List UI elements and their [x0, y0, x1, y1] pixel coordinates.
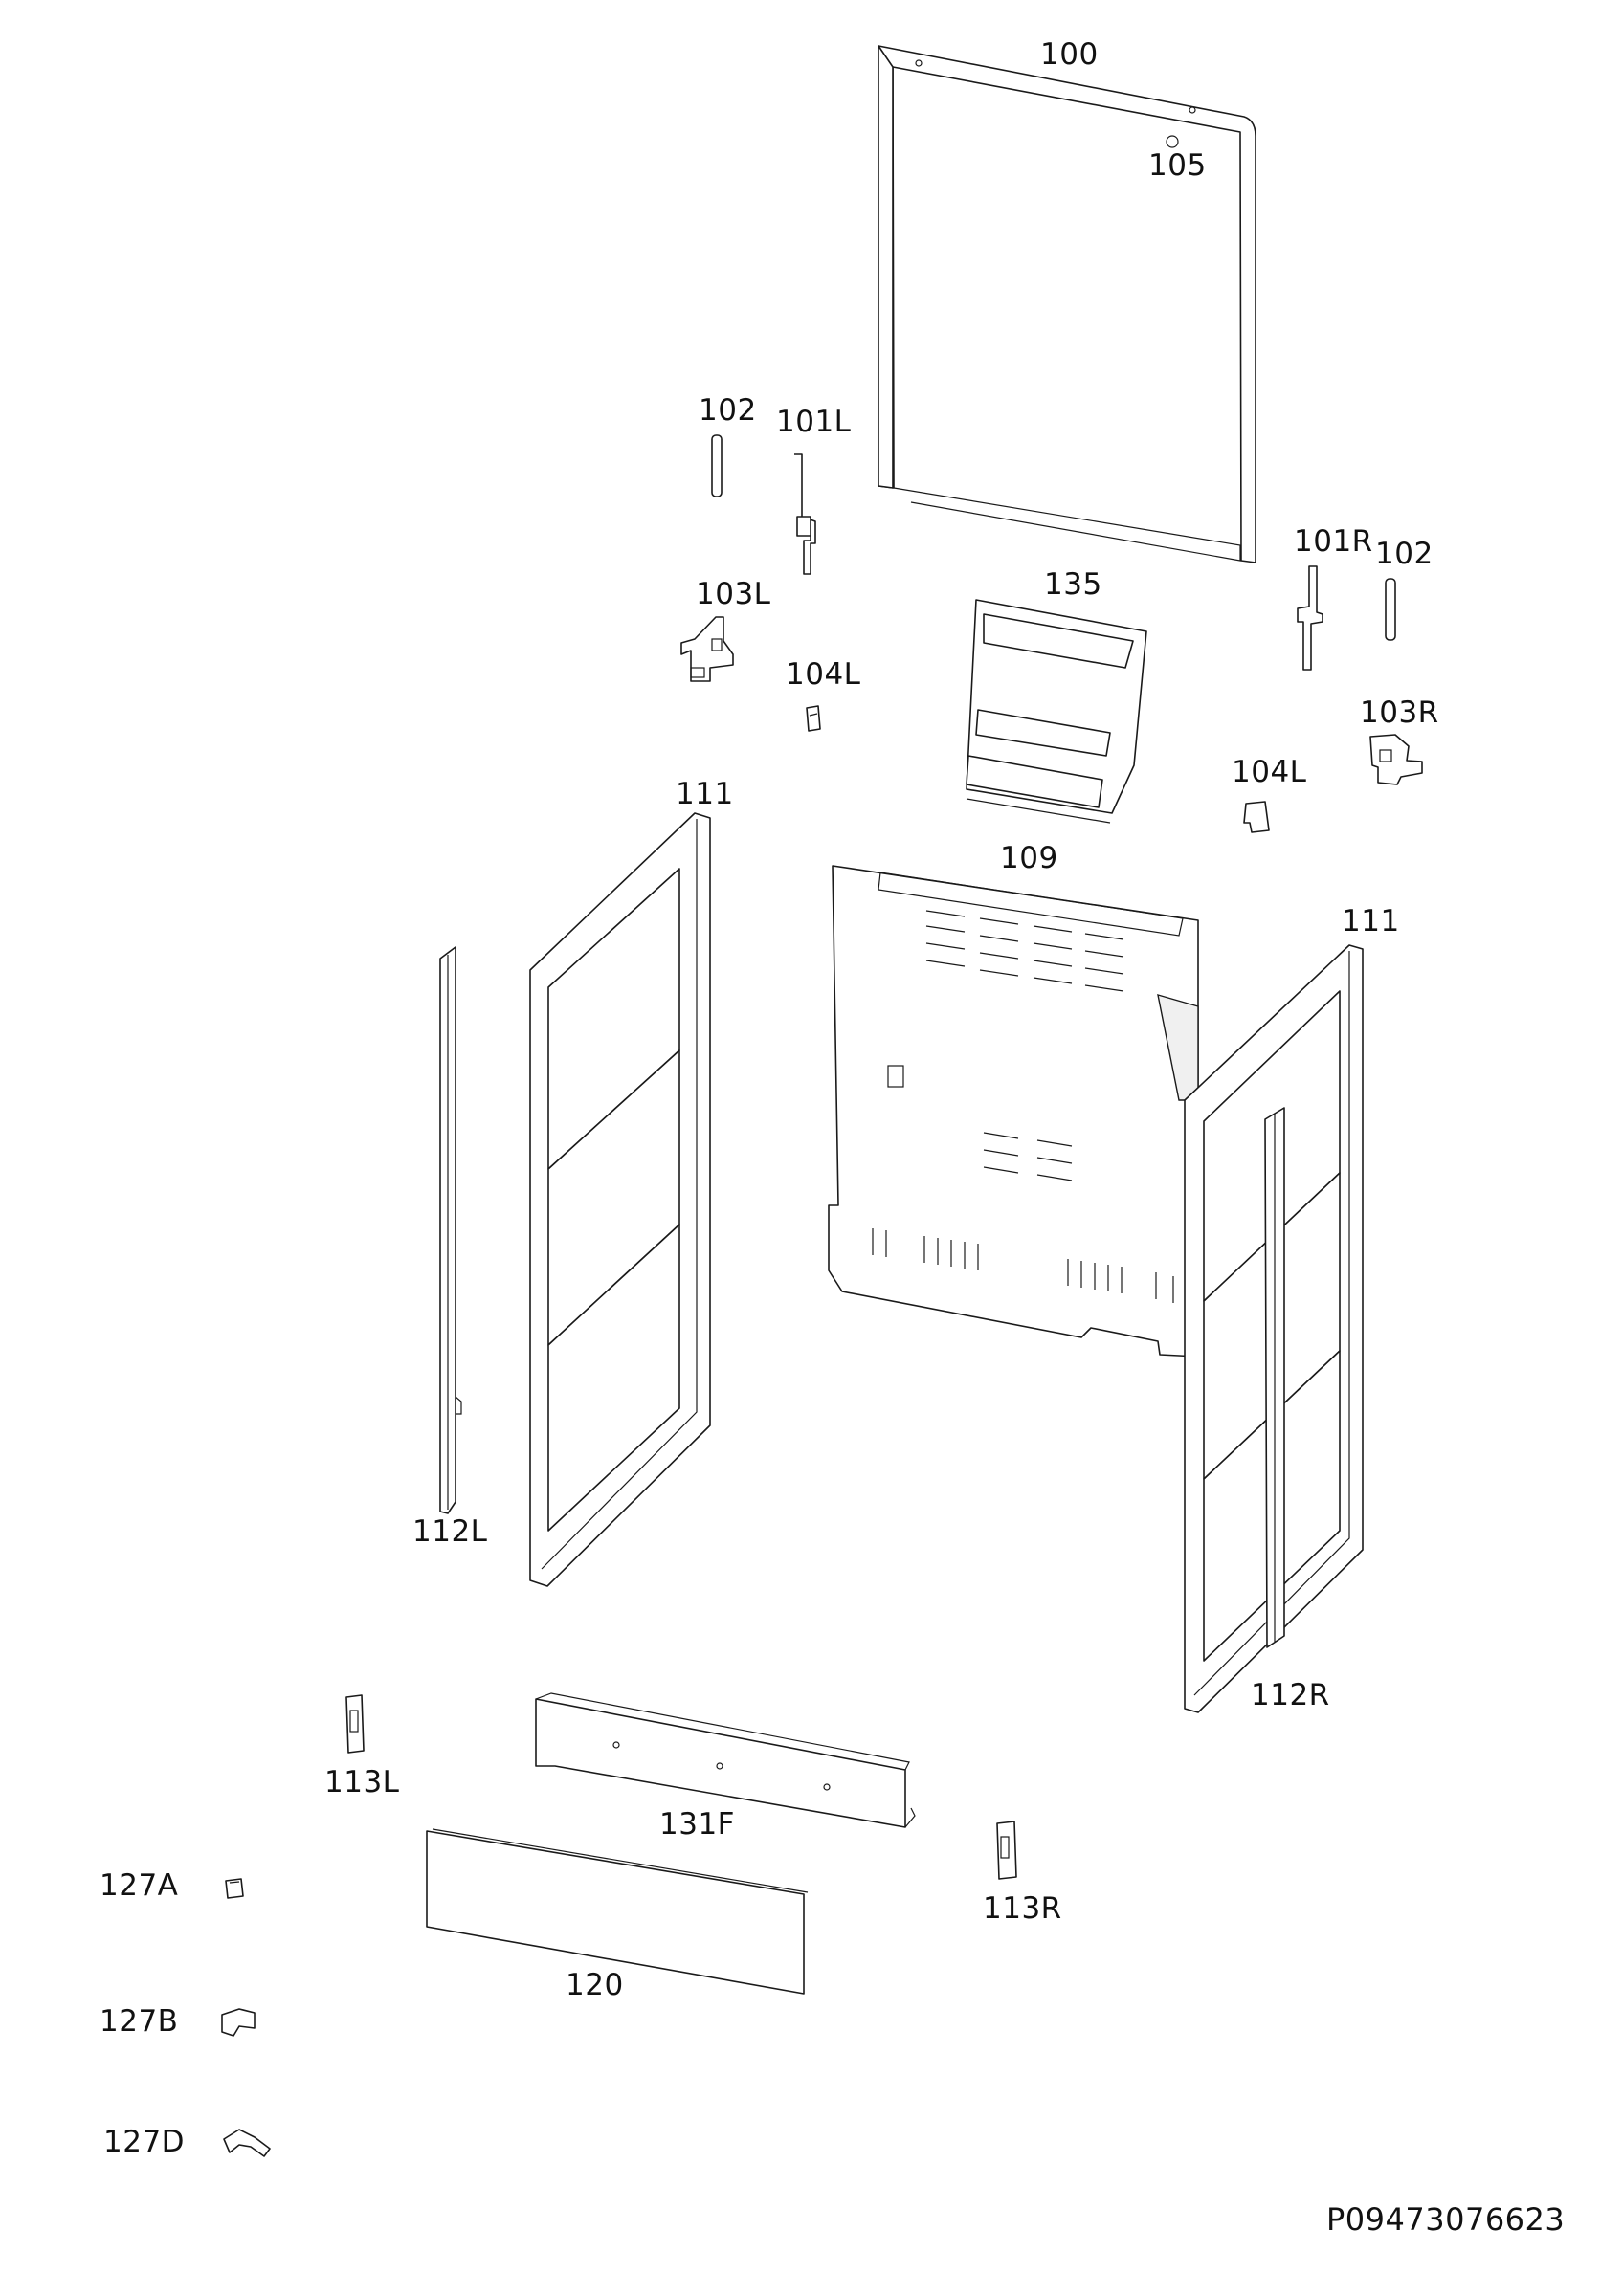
label-101L: 101L: [776, 405, 852, 439]
part-102-left-rod: [711, 434, 723, 497]
document-number: P09473076623: [1326, 2201, 1566, 2238]
part-131F-front-rail: [535, 1692, 916, 1828]
label-120: 120: [566, 1968, 624, 2002]
label-127B: 127B: [100, 2004, 179, 2039]
part-112L-profile: [439, 946, 462, 1514]
part-103R-bracket: [1369, 734, 1423, 785]
label-102-left: 102: [699, 393, 757, 428]
label-135: 135: [1044, 567, 1102, 602]
part-104L-right-clip: [1243, 801, 1270, 833]
part-100-back-panel: [878, 45, 1256, 563]
part-103L-bracket: [680, 616, 734, 682]
part-113L-bracket: [345, 1694, 365, 1754]
label-127D: 127D: [103, 2125, 186, 2159]
label-101R: 101R: [1294, 524, 1373, 559]
label-102-right: 102: [1375, 537, 1434, 571]
label-112L: 112L: [412, 1514, 488, 1549]
label-100: 100: [1040, 37, 1099, 72]
part-101L-hinge: [794, 453, 816, 575]
label-103L: 103L: [696, 577, 771, 611]
part-127A-clip: [225, 1878, 244, 1899]
part-102-right-rod: [1385, 578, 1396, 641]
label-104L-left: 104L: [786, 657, 861, 692]
vent-slots-top: [925, 910, 1124, 992]
label-104L-right: 104L: [1232, 755, 1307, 789]
label-103R: 103R: [1360, 695, 1439, 730]
part-127B-clip: [221, 2008, 256, 2037]
part-113R-bracket: [996, 1821, 1017, 1880]
label-105: 105: [1148, 148, 1207, 183]
label-131F: 131F: [659, 1807, 736, 1842]
part-104L-left-clip: [806, 705, 821, 732]
part-111-left-frame: [529, 812, 711, 1587]
part-127D-clip: [223, 2129, 271, 2157]
label-111-left: 111: [676, 777, 734, 811]
vent-slots-bottom: [872, 1228, 1174, 1303]
label-127A: 127A: [100, 1868, 179, 1903]
part-109-rear-cover: [828, 865, 1199, 1358]
part-120-front-panel: [426, 1828, 809, 1995]
part-135-bracket-plate: [966, 599, 1147, 824]
label-109: 109: [1000, 841, 1058, 875]
part-112R-profile: [1264, 1107, 1285, 1648]
label-113L: 113L: [324, 1765, 400, 1799]
part-101R-hinge: [1297, 565, 1323, 671]
label-112R: 112R: [1251, 1678, 1330, 1712]
vent-slots-middle: [983, 1132, 1073, 1181]
label-113R: 113R: [983, 1891, 1062, 1926]
label-111-right: 111: [1342, 904, 1400, 938]
